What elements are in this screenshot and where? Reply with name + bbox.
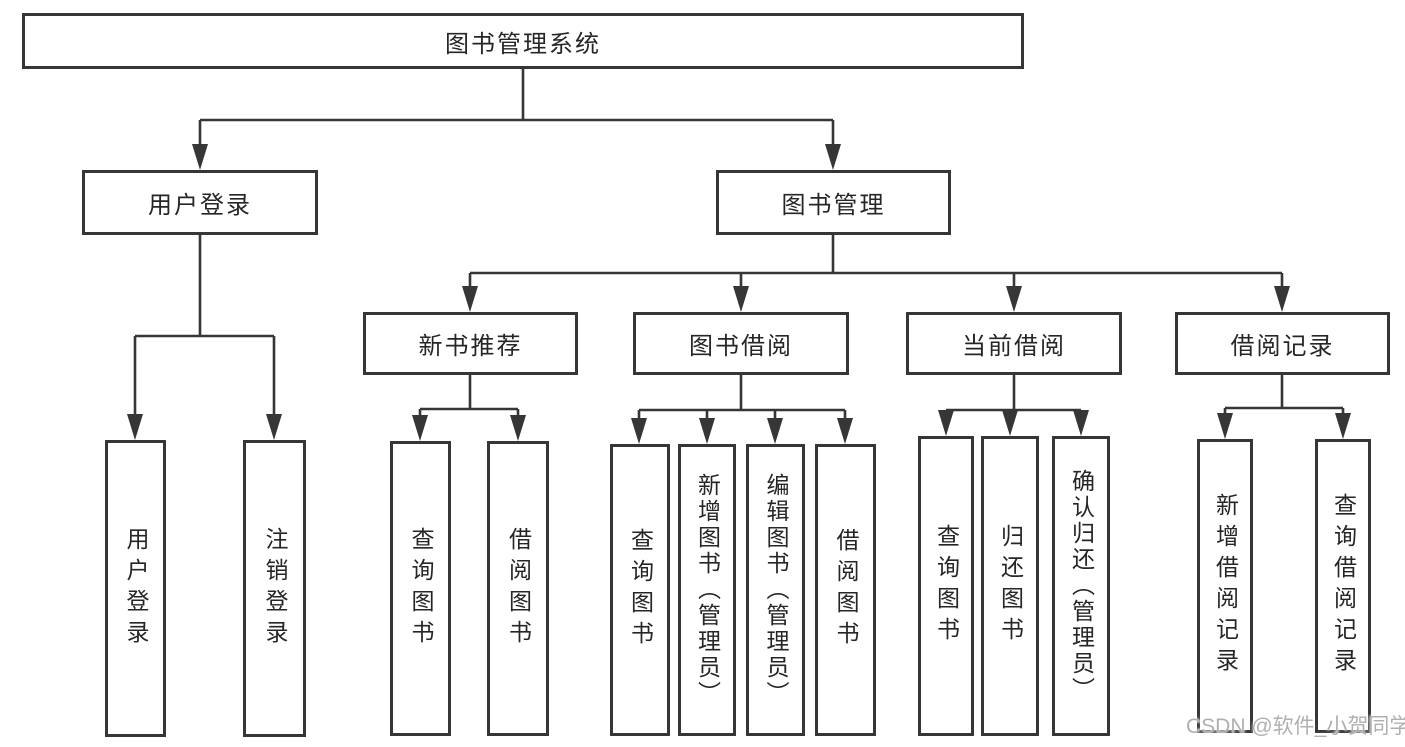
connector-borrow-records-children (1217, 375, 1351, 439)
node-nbr-borrow-books: 借阅图书 (487, 441, 549, 736)
node-borrowing-records: 借阅记录 (1175, 312, 1390, 375)
node-cb-return-books: 归还图书 (981, 436, 1039, 736)
node-book-management: 图书管理 (716, 170, 951, 235)
node-label: 借阅图书 (505, 526, 532, 651)
connector-book-mgmt-children (462, 235, 1290, 312)
node-br-add-record: 新增借阅记录 (1197, 439, 1253, 733)
node-label: 注销登录 (262, 526, 288, 651)
node-label: 借阅图书 (833, 528, 859, 652)
node-bb-borrow-books: 借阅图书 (815, 444, 876, 736)
node-br-query-record: 查询借阅记录 (1315, 439, 1371, 733)
node-label: 图书管理 (781, 192, 886, 219)
node-label: 图书管理系统 (445, 30, 601, 58)
node-label: 查询借阅记录 (1330, 493, 1357, 679)
node-label: 新增借阅记录 (1212, 493, 1239, 679)
connector-root-to-level2 (192, 69, 841, 170)
node-label: 编辑图书（管理员） (763, 473, 789, 707)
node-cb-confirm-return-admin: 确认归还（管理员） (1052, 436, 1110, 736)
node-label: 查询图书 (933, 524, 960, 648)
node-bb-edit-books-admin: 编辑图书（管理员） (746, 444, 805, 736)
node-label: 图书借阅 (689, 333, 793, 360)
node-label: 用户登录 (123, 526, 149, 651)
node-nbr-query-books: 查询图书 (390, 441, 451, 736)
node-library-management-system: 图书管理系统 (22, 13, 1024, 69)
node-label: 新书推荐 (418, 333, 523, 360)
connector-book-borrow-children (631, 375, 853, 444)
connector-new-book-rec-children (412, 375, 526, 441)
connector-user-login-children (127, 235, 282, 440)
csdn-watermark: CSDN @软件_小贺同学 (1186, 715, 1405, 738)
connector-current-borrow-children (938, 375, 1089, 436)
node-logout: 注销登录 (243, 440, 306, 737)
node-label: 归还图书 (997, 524, 1024, 648)
node-label: 用户登录 (148, 192, 252, 219)
node-label: 新增图书（管理员） (694, 473, 721, 707)
node-label: 查询图书 (408, 526, 434, 651)
node-user-login: 用户登录 (105, 440, 166, 737)
node-new-book-recommendation: 新书推荐 (363, 312, 578, 375)
node-label: 确认归还（管理员） (1068, 469, 1095, 703)
node-bb-query-books: 查询图书 (610, 444, 670, 736)
node-label: 查询图书 (627, 528, 654, 652)
node-label: 当前借阅 (962, 333, 1066, 360)
node-cb-query-books: 查询图书 (918, 436, 974, 736)
node-user-login-group: 用户登录 (82, 170, 318, 235)
node-label: 借阅记录 (1230, 333, 1335, 360)
node-bb-add-books-admin: 新增图书（管理员） (678, 444, 736, 736)
node-book-borrowing: 图书借阅 (633, 312, 849, 375)
node-current-borrowing: 当前借阅 (906, 312, 1122, 375)
